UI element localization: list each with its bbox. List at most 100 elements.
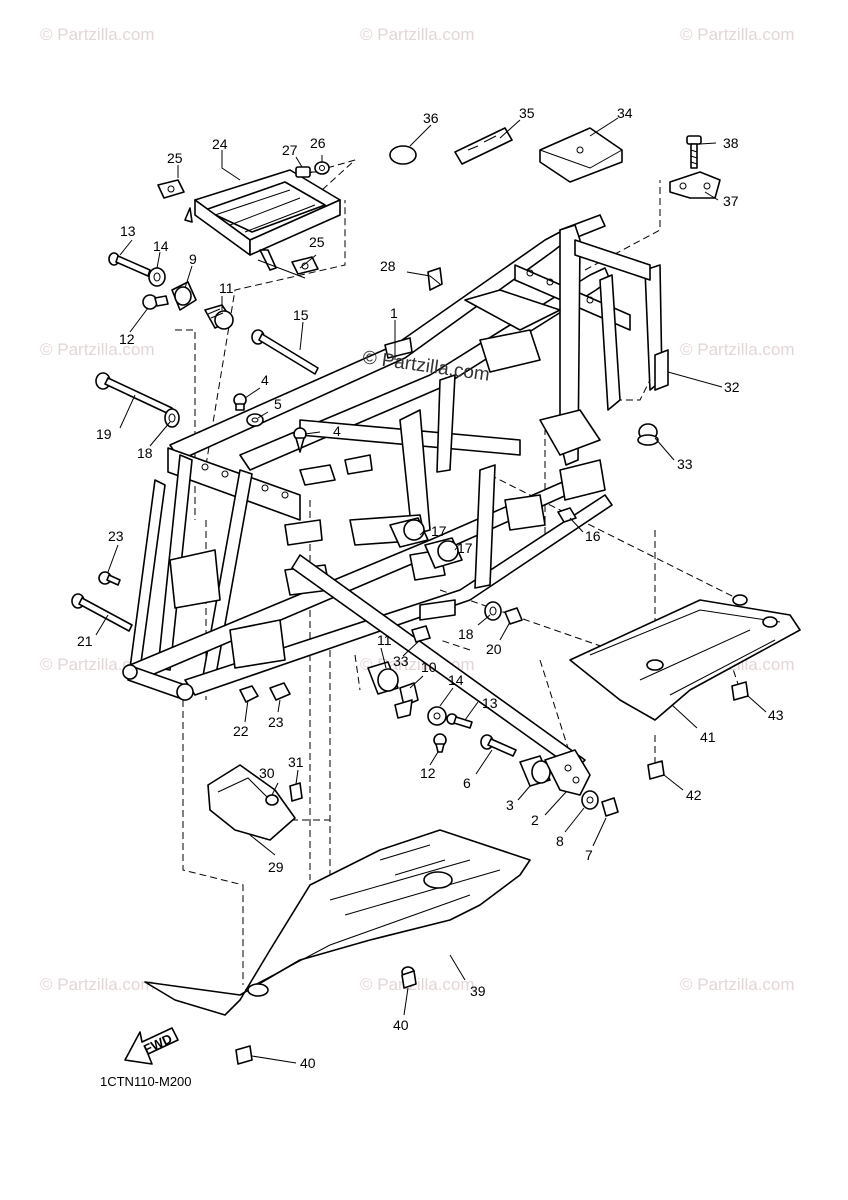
- o-ring-36: [389, 145, 417, 165]
- bushing-11-upper: [204, 304, 234, 330]
- callout-10: 10: [421, 659, 437, 675]
- callout-19: 19: [96, 426, 112, 442]
- callout-7: 7: [585, 847, 593, 863]
- holder-35: [454, 127, 513, 165]
- callout-28: 28: [380, 258, 396, 274]
- callout-27: 27: [282, 142, 298, 158]
- label-32: [654, 349, 669, 391]
- washer-30: [265, 794, 279, 806]
- mount-17-lower: [424, 537, 463, 569]
- callout-22: 22: [233, 723, 249, 739]
- callout-40: 40: [300, 1055, 316, 1071]
- bracket-9: [171, 281, 197, 311]
- callout-25: 25: [167, 150, 183, 166]
- callout-35: 35: [519, 105, 535, 121]
- cap-33: [637, 423, 659, 446]
- callout-31: 31: [288, 754, 304, 770]
- main-frame: [122, 214, 663, 771]
- washer-5: [246, 413, 264, 427]
- callout-3: 3: [506, 797, 514, 813]
- callout-41: 41: [700, 729, 716, 745]
- callout-11: 11: [219, 280, 234, 296]
- callout-12: 12: [119, 331, 135, 347]
- bolt-31: [289, 782, 303, 802]
- callout-26: 26: [310, 135, 326, 151]
- callout-13: 13: [120, 223, 136, 239]
- callout-39: 39: [470, 983, 486, 999]
- callout-40: 40: [393, 1017, 409, 1033]
- callout-13: 13: [482, 695, 498, 711]
- callout-1: 1: [390, 305, 398, 321]
- callout-4: 4: [261, 372, 269, 388]
- rack-nut-25b: [291, 256, 319, 275]
- callout-2: 2: [531, 812, 539, 828]
- callout-17: 17: [431, 523, 447, 539]
- nut-7: [601, 797, 619, 817]
- bolt-19: [95, 372, 173, 415]
- callout-25: 25: [309, 234, 325, 250]
- nut-26: [314, 161, 330, 175]
- callout-labels: 1 2 3 4 4 5 6 7 8 9 10 11 11 12 12 13 13…: [77, 105, 784, 1071]
- nut-22: [239, 685, 259, 703]
- callout-16: 16: [585, 528, 601, 544]
- callout-20: 20: [486, 641, 502, 657]
- callout-21: 21: [77, 633, 93, 649]
- callout-37: 37: [723, 193, 739, 209]
- skid-plate-41: [569, 594, 801, 721]
- bracket-10: [394, 682, 419, 719]
- bolt-15: [251, 329, 319, 375]
- watermark: © Partzilla.com: [680, 340, 795, 359]
- forward-direction-arrow: FWD: [124, 1027, 179, 1065]
- callout-5: 5: [274, 396, 282, 412]
- callout-15: 15: [293, 307, 309, 323]
- nut-16: [557, 507, 577, 523]
- bolt-23-lower: [269, 682, 291, 701]
- bolt-23-upper: [98, 571, 121, 586]
- bolt-42: [647, 760, 665, 780]
- washer-14-upper: [148, 267, 166, 287]
- bolt-12-lower: [433, 733, 447, 753]
- nut-20: [504, 607, 523, 625]
- rack-nut-25a: [157, 179, 185, 199]
- callout-11: 11: [377, 632, 392, 648]
- callout-23: 23: [268, 714, 284, 730]
- watermark: © Partzilla.com: [40, 975, 155, 994]
- bolt-4-upper: [233, 393, 247, 411]
- callout-23: 23: [108, 528, 124, 544]
- callout-33: 33: [677, 456, 693, 472]
- washer-18-left: [164, 408, 180, 428]
- watermark: © Partzilla.com: [40, 340, 155, 359]
- watermark: © Partzilla.com: [680, 975, 795, 994]
- battery-box-rack: [184, 169, 341, 271]
- bolt-40-upper: [401, 970, 417, 989]
- callout-9: 9: [189, 251, 197, 267]
- fwd-label: FWD: [141, 1031, 174, 1057]
- pouch-34: [539, 127, 623, 183]
- callout-42: 42: [686, 787, 702, 803]
- callout-6: 6: [463, 775, 471, 791]
- bolt-38: [686, 135, 702, 169]
- bolt-6: [480, 734, 517, 757]
- bolt-21: [71, 593, 133, 632]
- stay-28: [427, 267, 443, 291]
- callout-8: 8: [556, 833, 564, 849]
- bolt-33-lower: [411, 625, 431, 643]
- bracket-2: [544, 749, 591, 796]
- callout-18: 18: [137, 445, 153, 461]
- bolt-13-lower: [446, 713, 473, 729]
- bolt-13-upper: [108, 252, 151, 277]
- callout-30: 30: [259, 765, 275, 781]
- watermark: © Partzilla.com: [360, 975, 475, 994]
- bolt-12-upper: [142, 294, 169, 310]
- callout-14: 14: [448, 672, 464, 688]
- callout-43: 43: [768, 707, 784, 723]
- bracket-37: [669, 171, 721, 199]
- callout-29: 29: [268, 859, 284, 875]
- callout-18: 18: [458, 626, 474, 642]
- callout-4: 4: [333, 423, 341, 439]
- bushing-11-lower: [367, 661, 399, 695]
- leader-lines: [95, 117, 767, 1064]
- watermark: © Partzilla.com: [40, 25, 155, 44]
- guard-29: [207, 764, 296, 841]
